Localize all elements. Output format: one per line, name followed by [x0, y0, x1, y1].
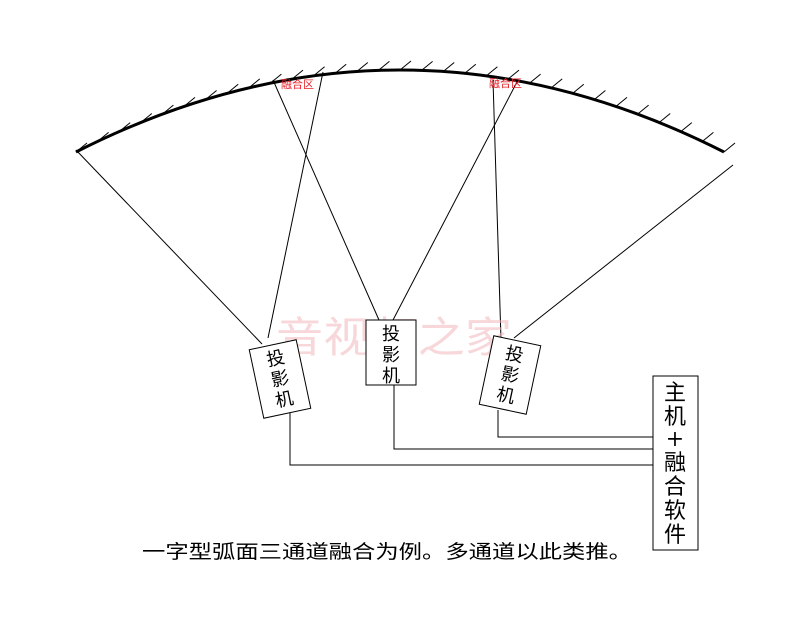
projector-left-box: [248, 339, 312, 419]
ray-p1-right: [267, 71, 324, 339]
ray-p1-left: [75, 149, 263, 345]
hatch-mark: [464, 63, 477, 74]
projector-right-label-1: 投: [503, 343, 525, 367]
cable-p1: [289, 412, 653, 466]
hatch-mark: [572, 83, 585, 94]
hatch-mark: [723, 142, 736, 153]
hatch-mark: [421, 61, 433, 71]
cable-p2: [393, 385, 653, 450]
projector-right-label-2: 影: [499, 363, 521, 387]
host-label-3: +: [666, 427, 684, 452]
projector-left-label-3: 机: [273, 388, 295, 412]
projection-rays: [75, 71, 734, 345]
host-label-1: 主: [664, 381, 686, 406]
host-label-5: 合: [664, 475, 686, 500]
projector-right-box: [478, 335, 542, 415]
host-label-6: 软: [664, 499, 686, 524]
diagram-caption: 一字型弧面三通道融合为例。多通道以此类推。: [142, 541, 632, 563]
host-blending-software: 主 机 + 融 合 软 件: [652, 375, 699, 551]
host-label-2: 机: [664, 405, 686, 430]
projector-left-label-2: 影: [269, 367, 291, 391]
blend-zone-label-right: 融合区: [489, 76, 522, 90]
hatch-mark: [615, 97, 628, 107]
cable-p3: [497, 410, 653, 438]
screen-wall-hatching: [75, 60, 736, 153]
host-box: [652, 375, 699, 551]
projector-center: 投 影 机: [365, 319, 417, 387]
ray-p3-right: [513, 164, 734, 339]
hatch-mark: [594, 90, 606, 100]
projector-center-label-1: 投: [382, 324, 400, 345]
ray-p3-left: [492, 79, 502, 341]
hatch-mark: [442, 62, 455, 72]
hatch-mark: [658, 113, 671, 123]
screen-arc: [75, 68, 725, 154]
hatch-mark: [507, 69, 520, 80]
projector-left: 投 影 机: [248, 339, 312, 419]
hatch-mark: [486, 66, 498, 77]
projector-left-label-1: 投: [265, 347, 287, 371]
hatch-mark: [550, 78, 563, 89]
curved-screen: [75, 60, 736, 154]
projector-center-box: [365, 319, 417, 386]
ray-p2-right: [392, 79, 519, 321]
projector-center-label-3: 机: [382, 366, 400, 387]
hatch-mark: [529, 73, 541, 84]
hatch-mark: [702, 132, 714, 142]
projector-center-label-2: 影: [382, 345, 400, 366]
blend-zone-label-left: 融合区: [281, 77, 314, 91]
ray-p2-left: [272, 79, 380, 321]
hatch-mark: [680, 122, 693, 132]
signal-cables: [289, 385, 653, 466]
host-label-7: 件: [664, 523, 686, 548]
host-label-4: 融: [664, 451, 686, 476]
hatch-mark: [637, 104, 649, 115]
projector-right: 投 影 机: [478, 335, 542, 415]
projector-right-label-3: 机: [495, 384, 517, 408]
